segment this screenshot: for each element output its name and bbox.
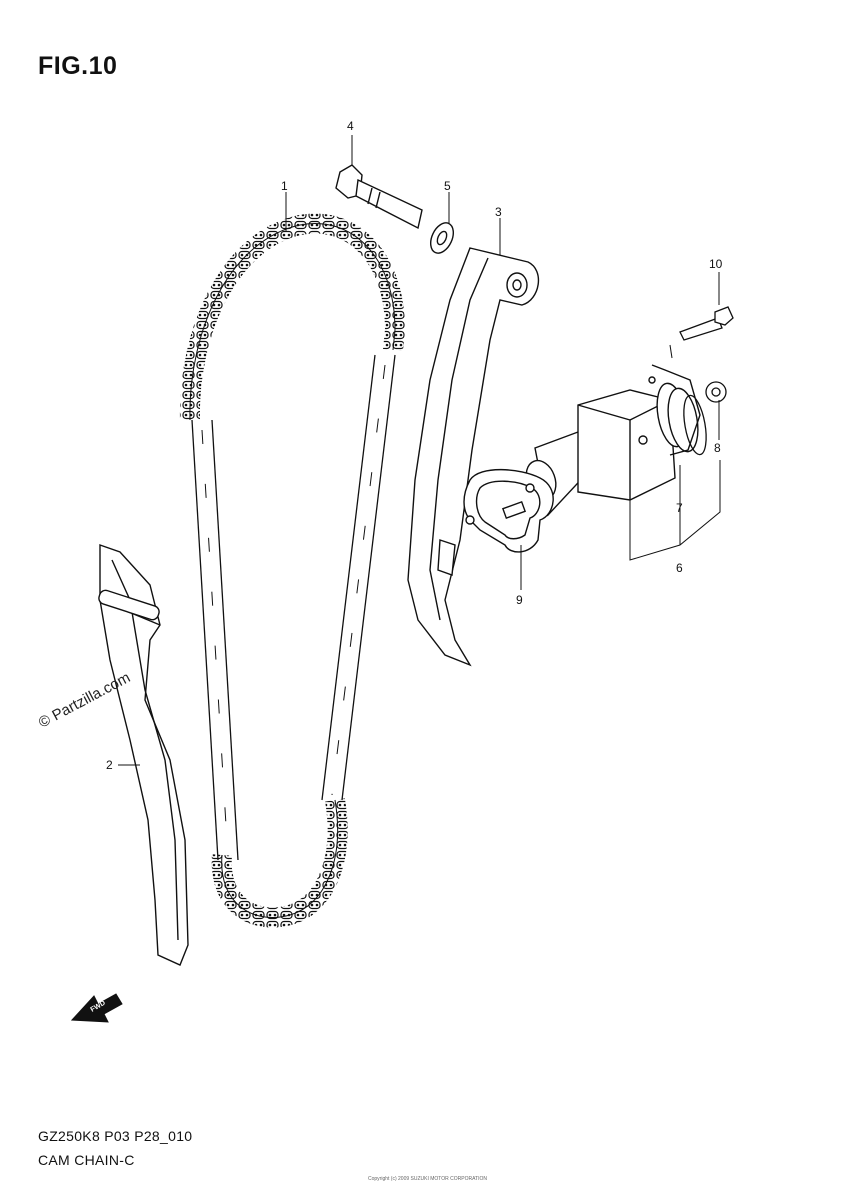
callout-8: 8 <box>714 441 721 455</box>
callout-3: 3 <box>495 205 502 219</box>
callout-5: 5 <box>444 179 451 193</box>
diagram-name: CAM CHAIN-C <box>38 1152 135 1168</box>
fwd-arrow-icon: FWD <box>70 993 123 1023</box>
leader-lines <box>118 135 721 766</box>
diagram-code: GZ250K8 P03 P28_010 <box>38 1128 193 1144</box>
cam-chain <box>179 213 406 928</box>
o-ring <box>683 394 707 456</box>
figure-title: FIG.10 <box>38 52 118 80</box>
washer <box>429 222 455 254</box>
copyright-text: Copyright (c) 2009 SUZUKI MOTOR CORPORAT… <box>368 1176 488 1182</box>
callout-10: 10 <box>709 257 723 271</box>
tensioner-arm <box>407 247 540 667</box>
callout-9: 9 <box>516 593 523 607</box>
chain-guide <box>98 544 189 966</box>
callout-4: 4 <box>347 119 354 133</box>
callout-2: 2 <box>106 758 113 772</box>
cap-bolt <box>705 381 727 403</box>
watermark: © Partzilla.com <box>36 669 133 731</box>
pivot-bolt <box>335 164 423 230</box>
tensioner-bolt <box>679 306 734 341</box>
gasket <box>463 469 554 553</box>
callout-7: 7 <box>676 501 683 515</box>
callout-6: 6 <box>676 561 683 575</box>
callout-1: 1 <box>281 179 288 193</box>
